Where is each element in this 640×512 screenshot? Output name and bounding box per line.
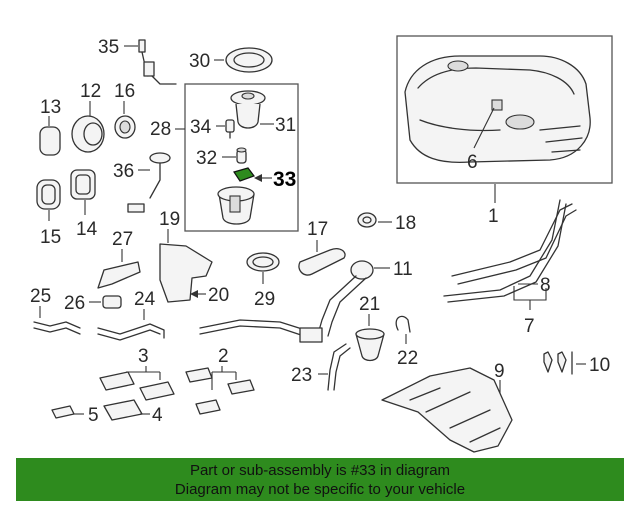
ring-30-drawing (225, 47, 273, 73)
callout-10[interactable]: 10 (589, 355, 610, 376)
callout-2[interactable]: 2 (218, 346, 229, 367)
callout-24[interactable]: 24 (134, 289, 156, 310)
packet-2a-drawing (185, 367, 213, 383)
callout-3[interactable]: 3 (138, 346, 149, 367)
callout-20[interactable]: 20 (208, 285, 229, 306)
callout-5[interactable]: 5 (88, 405, 99, 426)
leader-3 (125, 366, 161, 380)
bracket-27-drawing (97, 261, 141, 289)
filler-neck-11-drawing (199, 260, 374, 343)
gasket-15-drawing (36, 179, 61, 210)
callout-15[interactable]: 15 (40, 227, 61, 248)
pump-flange-drawing (230, 90, 266, 129)
hose-23-drawing (327, 343, 351, 391)
callout-21[interactable]: 21 (359, 294, 380, 315)
callout-8[interactable]: 8 (540, 275, 551, 296)
callout-33[interactable]: 33 (273, 168, 296, 191)
strap-8-drawing (451, 203, 577, 285)
callout-12[interactable]: 12 (80, 81, 101, 102)
callout-31[interactable]: 31 (275, 115, 296, 136)
fuel-tank-inset-box (396, 35, 613, 184)
packet-2c-drawing (195, 399, 221, 415)
filter-32-drawing (236, 147, 247, 164)
callout-17[interactable]: 17 (307, 219, 328, 240)
callout-36[interactable]: 36 (113, 161, 134, 182)
callout-6[interactable]: 6 (467, 152, 478, 173)
hose-22-drawing (395, 315, 411, 333)
arrow-33 (254, 174, 262, 182)
callout-29[interactable]: 29 (254, 289, 275, 310)
leader-2 (211, 366, 237, 390)
callout-27[interactable]: 27 (112, 229, 133, 250)
callout-34[interactable]: 34 (190, 117, 212, 138)
callout-13[interactable]: 13 (40, 97, 61, 118)
callout-28[interactable]: 28 (150, 119, 171, 140)
callout-16[interactable]: 16 (114, 81, 135, 102)
callout-4[interactable]: 4 (152, 405, 163, 426)
clamp-18-drawing (357, 212, 377, 228)
gasket-13-drawing (39, 126, 61, 156)
gasket-14-drawing (70, 169, 96, 200)
callout-22[interactable]: 22 (397, 348, 418, 369)
hose-17-drawing (298, 248, 346, 276)
fitment-notice-banner: Part or sub-assembly is #33 in diagram D… (16, 458, 624, 501)
canister-21-drawing (355, 328, 385, 362)
bolts-10-drawing (543, 351, 573, 375)
pump-canister-drawing (217, 186, 255, 225)
hose-25-drawing (33, 321, 81, 335)
callout-7[interactable]: 7 (524, 316, 535, 337)
callout-14[interactable]: 14 (76, 219, 98, 240)
callout-23[interactable]: 23 (291, 365, 312, 386)
cap-16-drawing (114, 115, 136, 139)
sender-36-drawing (127, 152, 171, 213)
callout-35[interactable]: 35 (98, 37, 119, 58)
fitment-notice-line2: Diagram may not be specific to your vehi… (174, 481, 466, 498)
clip-26-drawing (102, 295, 122, 309)
bracket-19-drawing (159, 243, 213, 303)
callout-18[interactable]: 18 (395, 213, 416, 234)
callout-1[interactable]: 1 (488, 206, 499, 227)
heat-shield-9-drawing (381, 367, 513, 453)
callout-9[interactable]: 9 (494, 361, 505, 382)
heat-shield-9-ribs (409, 387, 501, 443)
packet-5-drawing (51, 405, 75, 419)
packet-2b-drawing (227, 379, 255, 395)
fuel-pump-inset-box (184, 83, 299, 232)
callout-32[interactable]: 32 (196, 148, 217, 169)
clamp-29-drawing (246, 252, 280, 272)
callout-19[interactable]: 19 (159, 209, 180, 230)
fuel-tank-drawing (404, 55, 591, 164)
leader-6 (473, 107, 495, 149)
callout-26[interactable]: 26 (64, 293, 85, 314)
packet-4-drawing (103, 399, 143, 421)
ring-12-drawing (71, 115, 105, 153)
part-33-highlighted[interactable] (233, 167, 255, 182)
callout-11[interactable]: 11 (393, 259, 413, 280)
callout-25[interactable]: 25 (30, 286, 51, 307)
sender-35-drawing (138, 39, 177, 85)
leader-7 (513, 286, 547, 310)
fitting-34-drawing (225, 119, 235, 139)
packet-3a-drawing (99, 371, 135, 391)
strap-7-drawing (443, 199, 567, 303)
hose-24-drawing (97, 323, 165, 341)
packet-3b-drawing (139, 381, 175, 401)
arrow-20 (190, 290, 198, 298)
fitment-notice-line1: Part or sub-assembly is #33 in diagram (189, 462, 451, 479)
callout-30[interactable]: 30 (189, 51, 210, 72)
